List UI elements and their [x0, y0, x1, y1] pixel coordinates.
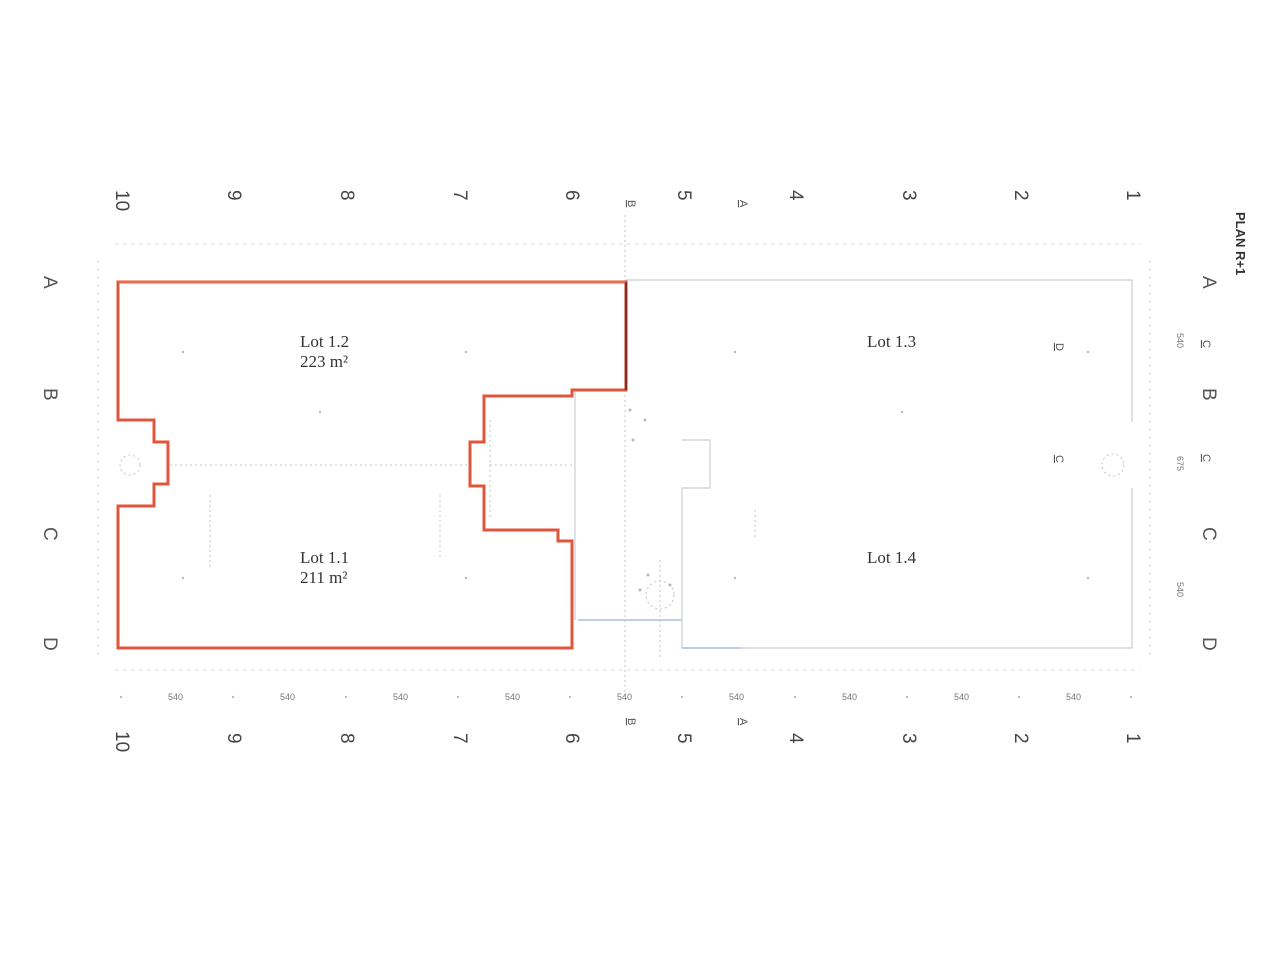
axis-label: 3	[898, 190, 919, 201]
dimension-label: 540	[1175, 333, 1185, 348]
plan-title: PLAN R+1	[1233, 212, 1248, 275]
column-axis-top: 10 9 8 7 6 5 4 3 2 1 B A	[111, 190, 1143, 211]
lot-1-4: Lot 1.4	[867, 548, 917, 567]
axis-label: 5	[673, 733, 694, 744]
axis-label: 10	[111, 190, 132, 211]
dimension-label: 540	[729, 692, 744, 702]
dimension-label: 540	[1066, 692, 1081, 702]
axis-label: 4	[785, 733, 806, 744]
axis-label: 8	[336, 190, 357, 201]
lot-area: 223 m²	[300, 352, 348, 371]
axis-label: C	[39, 527, 60, 541]
section-mark: C	[1200, 454, 1212, 462]
lot-1-1: Lot 1.1 211 m²	[300, 548, 349, 587]
axis-label: 4	[785, 190, 806, 201]
axis-label: B	[1198, 388, 1219, 401]
axis-label: 2	[1010, 733, 1031, 744]
axis-label: 5	[673, 190, 694, 201]
axis-label: B	[39, 388, 60, 401]
row-axis-right: A B C D 540 675 540 C C D C	[1053, 276, 1219, 651]
axis-label: 7	[449, 190, 470, 201]
section-mark: D	[1053, 343, 1065, 351]
dimension-label: 540	[1175, 582, 1185, 597]
axis-label: A	[39, 276, 60, 289]
axis-label: 8	[336, 733, 357, 744]
column-axis-bottom: 10 9 8 7 6 5 4 3 2 1 B A	[111, 718, 1143, 752]
axis-label: 3	[898, 733, 919, 744]
axis-label: D	[39, 637, 60, 651]
lot-1-3: Lot 1.3	[867, 332, 916, 351]
section-mark: B	[625, 718, 637, 725]
section-mark: B	[625, 200, 637, 207]
axis-label: 10	[111, 731, 132, 752]
axis-label: 9	[223, 733, 244, 744]
dimension-label: 540	[280, 692, 295, 702]
lot-name: Lot 1.2	[300, 332, 349, 351]
lot-outlines	[116, 280, 628, 650]
building-walls	[119, 279, 1133, 660]
grid-lines	[97, 215, 1151, 700]
lot-name: Lot 1.4	[867, 548, 917, 567]
axis-label: 1	[1122, 190, 1143, 201]
dimension-label: 540	[954, 692, 969, 702]
lot-name: Lot 1.1	[300, 548, 349, 567]
section-mark: C	[1053, 455, 1065, 463]
lot-1-2: Lot 1.2 223 m²	[300, 332, 349, 371]
dimension-label: 540	[168, 692, 183, 702]
dimension-row-bottom: 540 540 540 540 540 540 540 540 540	[119, 692, 1133, 702]
axis-label: 1	[1122, 733, 1143, 744]
plan-details	[181, 350, 1090, 592]
axis-label: 6	[561, 733, 582, 744]
axis-label: A	[1198, 276, 1219, 289]
section-mark: A	[737, 718, 749, 726]
lot-name: Lot 1.3	[867, 332, 916, 351]
row-axis-left: A B C D	[39, 276, 60, 651]
axis-label: 6	[561, 190, 582, 201]
dimension-label: 675	[1175, 456, 1185, 471]
axis-label: D	[1198, 637, 1219, 651]
dimension-label: 540	[393, 692, 408, 702]
lot-1-2-outline	[116, 280, 628, 650]
axis-label: 7	[449, 733, 470, 744]
dimension-label: 540	[505, 692, 520, 702]
section-mark: A	[737, 200, 749, 208]
dimension-label: 540	[842, 692, 857, 702]
axis-label: C	[1198, 527, 1219, 541]
section-mark: C	[1200, 340, 1212, 348]
lot-area: 211 m²	[300, 568, 347, 587]
axis-label: 2	[1010, 190, 1031, 201]
axis-label: 9	[223, 190, 244, 201]
